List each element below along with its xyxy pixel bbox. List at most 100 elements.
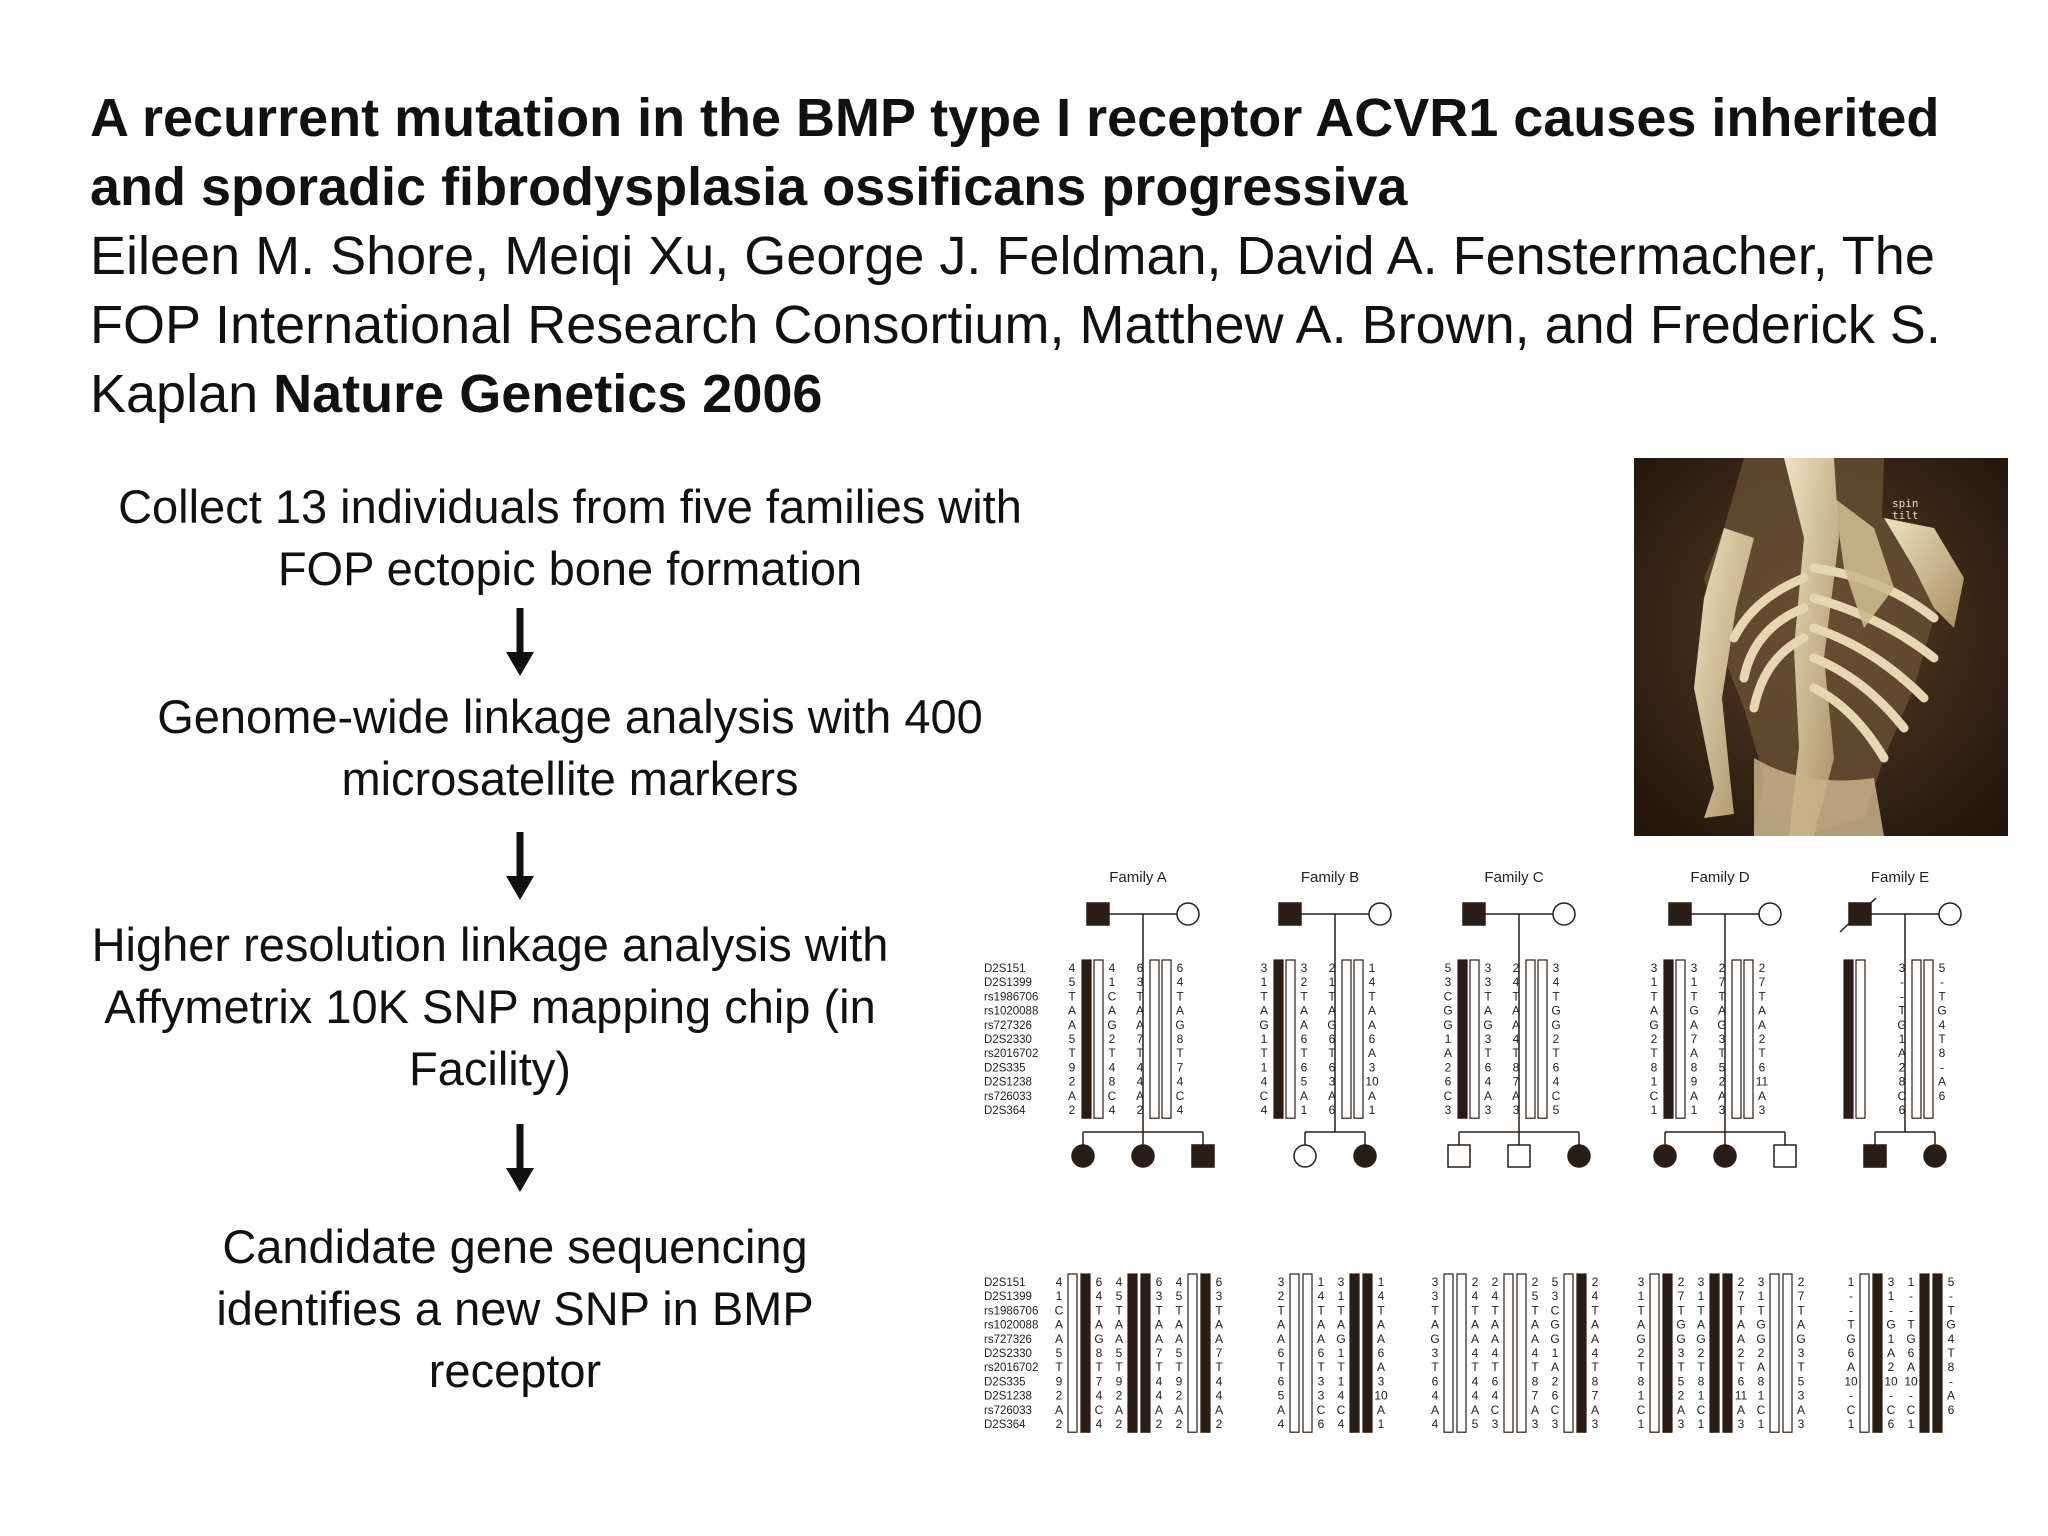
- allele-label: 3: [1698, 1275, 1705, 1289]
- allele-label: 4: [1492, 1289, 1499, 1303]
- allele-label: 5: [1278, 1389, 1285, 1403]
- allele-label: T: [1531, 1360, 1539, 1374]
- allele-label: 2: [1532, 1275, 1539, 1289]
- allele-label: 3: [1338, 1275, 1345, 1289]
- haplotype-bar: [1923, 959, 1934, 1119]
- allele-label: T: [1491, 1303, 1499, 1317]
- marker-label: D2S335: [984, 1062, 1026, 1074]
- allele-label: G: [1756, 1332, 1765, 1346]
- haplotype-bar: [1516, 1273, 1527, 1433]
- allele-label: 4: [1176, 1275, 1183, 1289]
- allele-label: 3: [1719, 1103, 1726, 1117]
- allele-label: -: [1889, 1303, 1893, 1317]
- allele-label: A: [1300, 1018, 1308, 1032]
- allele-label: 1: [1848, 1275, 1855, 1289]
- child-female-symbol: [1353, 1144, 1377, 1168]
- allele-label: A: [1175, 1318, 1183, 1332]
- allele-label: 7: [1532, 1389, 1539, 1403]
- allele-label: 7: [1678, 1289, 1685, 1303]
- skeleton-illustration: [1634, 458, 2008, 836]
- allele-label: 1: [1369, 961, 1376, 975]
- allele-label: C: [1757, 1403, 1766, 1417]
- allele-label: 2: [1176, 1389, 1183, 1403]
- marker-label: rs2016702: [984, 1048, 1038, 1060]
- allele-label: 4: [1177, 1103, 1184, 1117]
- allele-label: A: [1055, 1403, 1063, 1417]
- haplotype-bar: [1081, 959, 1092, 1119]
- allele-label: T: [1095, 1303, 1103, 1317]
- allele-label: A: [1136, 1089, 1144, 1103]
- allele-label: T: [1512, 989, 1520, 1003]
- allele-label: 10: [1844, 1374, 1858, 1388]
- allele-label: T: [1531, 1303, 1539, 1317]
- allele-label: 4: [1472, 1289, 1479, 1303]
- allele-label: 4: [1096, 1417, 1103, 1431]
- allele-label: A: [1328, 1004, 1336, 1018]
- allele-label: 2: [1759, 961, 1766, 975]
- allele-label: C: [1444, 1089, 1453, 1103]
- paper-authors: Eileen M. Shore, Meiqi Xu, George J. Fel…: [90, 226, 1941, 424]
- allele-label: 3: [1261, 961, 1268, 975]
- marker-label: D2S151: [984, 1277, 1026, 1289]
- allele-label: 6: [1301, 1060, 1308, 1074]
- allele-label: 3: [1592, 1417, 1599, 1431]
- allele-label: 4: [1318, 1289, 1325, 1303]
- allele-label: C: [1337, 1403, 1346, 1417]
- allele-label: 3: [1888, 1275, 1895, 1289]
- allele-label: T: [1847, 1318, 1855, 1332]
- allele-label: 2: [1329, 961, 1336, 975]
- allele-label: C: [1697, 1403, 1706, 1417]
- allele-label: 5: [1939, 961, 1946, 975]
- allele-label: T: [1115, 1303, 1123, 1317]
- allele-label: -: [1889, 1389, 1893, 1403]
- allele-label: 4: [1592, 1346, 1599, 1360]
- allele-label: 2: [1176, 1417, 1183, 1431]
- allele-label: A: [1484, 1004, 1492, 1018]
- allele-label: 4: [1553, 1075, 1560, 1089]
- allele-label: T: [1690, 989, 1698, 1003]
- allele-label: A: [1531, 1332, 1539, 1346]
- allele-label: 1: [1758, 1389, 1765, 1403]
- haplotype-bar: [1140, 1273, 1151, 1433]
- haplotype-bar: [1769, 1273, 1780, 1433]
- allele-label: 2: [1156, 1417, 1163, 1431]
- allele-label: T: [1591, 1360, 1599, 1374]
- allele-label: 4: [1177, 975, 1184, 989]
- haplotype-bar: [1662, 1273, 1673, 1433]
- allele-label: 2: [1758, 1346, 1765, 1360]
- allele-label: 1: [1698, 1389, 1705, 1403]
- allele-label: A: [1068, 1089, 1076, 1103]
- allele-label: 2: [1638, 1346, 1645, 1360]
- allele-label: 2: [1513, 961, 1520, 975]
- allele-label: A: [1215, 1403, 1223, 1417]
- allele-label: 4: [1378, 1289, 1385, 1303]
- allele-label: G: [1107, 1018, 1116, 1032]
- allele-label: A: [1377, 1360, 1385, 1374]
- allele-label: 2: [1472, 1275, 1479, 1289]
- child-male-symbol: [1863, 1144, 1887, 1168]
- marker-label: rs1986706: [984, 991, 1038, 1003]
- allele-label: A: [1277, 1318, 1285, 1332]
- down-arrow-icon: [506, 608, 534, 676]
- allele-label: 3: [1432, 1289, 1439, 1303]
- allele-label: C: [1176, 1089, 1185, 1103]
- allele-label: A: [1491, 1318, 1499, 1332]
- allele-label: A: [1095, 1318, 1103, 1332]
- haplotype-bar: [1722, 1273, 1733, 1433]
- allele-label: 1: [1318, 1275, 1325, 1289]
- allele-label: 3: [1485, 1032, 1492, 1046]
- allele-label: 3: [1738, 1417, 1745, 1431]
- allele-label: 3: [1719, 1032, 1726, 1046]
- allele-label: T: [1155, 1303, 1163, 1317]
- allele-label: 6: [1329, 1060, 1336, 1074]
- allele-label: A: [1175, 1403, 1183, 1417]
- allele-label: C: [1551, 1303, 1560, 1317]
- haplotype-bar: [1503, 1273, 1514, 1433]
- child-female-symbol: [1071, 1144, 1095, 1168]
- allele-label: A: [1471, 1403, 1479, 1417]
- allele-label: A: [1136, 1018, 1144, 1032]
- marker-label: rs2016702: [984, 1362, 1038, 1374]
- haplotype-bar: [1743, 959, 1754, 1119]
- allele-label: T: [1055, 1360, 1063, 1374]
- marker-label: rs726033: [984, 1091, 1032, 1103]
